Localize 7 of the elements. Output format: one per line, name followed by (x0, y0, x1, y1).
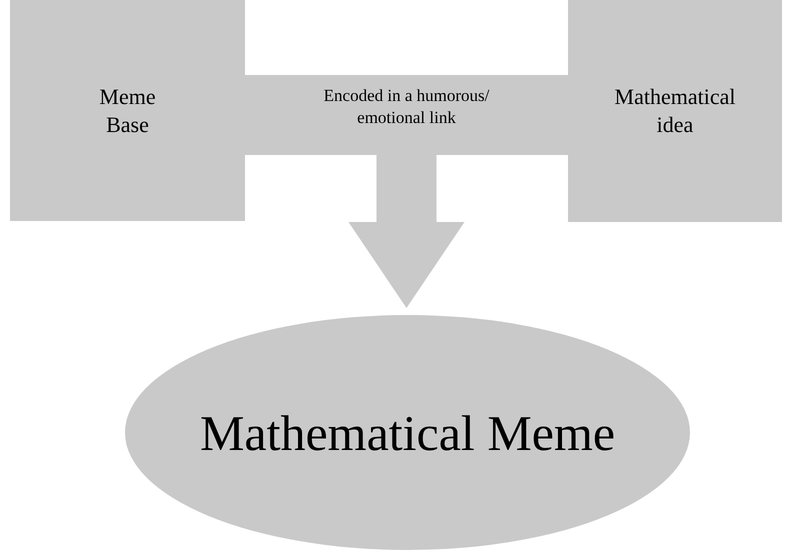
node-label: Mathematical idea (614, 83, 736, 139)
block-arrow (348, 155, 464, 308)
concept-box (568, 0, 782, 222)
node-label: Encoded in a humorous/ emotional link (322, 85, 490, 129)
node-label: Meme Base (98, 82, 157, 138)
concept-box (10, 0, 245, 221)
node-label: Mathematical Meme (200, 404, 616, 460)
